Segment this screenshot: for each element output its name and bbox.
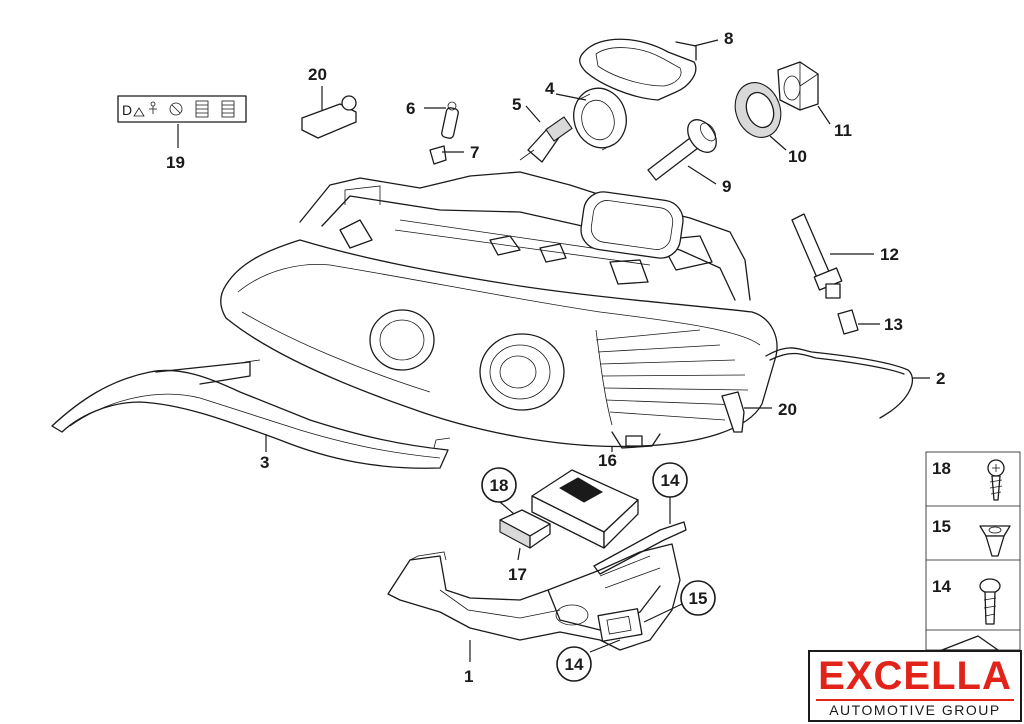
fastener-panel: [925, 451, 1021, 651]
part-17-connector: [499, 509, 551, 549]
part-11-igniter: [777, 61, 819, 111]
callout-14-bottom: 14: [565, 655, 584, 674]
callout-15: 15: [689, 589, 708, 608]
callout-2: 2: [936, 369, 945, 388]
svg-text:D: D: [122, 102, 132, 118]
callout-14-bottom-circle: [556, 646, 592, 682]
part-5-bulb: [519, 116, 573, 163]
hex-flange-screw-icon: [979, 578, 1001, 625]
callout-13: 13: [884, 315, 903, 334]
callout-20-upper: 20: [308, 65, 327, 84]
expanding-nut-icon: [979, 525, 1011, 557]
fastener-15-label: 15: [932, 517, 951, 536]
fastener-14-label: 14: [932, 577, 951, 596]
callout-3: 3: [260, 453, 269, 472]
callout-7: 7: [470, 143, 479, 162]
part-6-bulb: [441, 101, 459, 139]
logo-divider: [816, 699, 1014, 701]
part-20-clip-right: [721, 391, 745, 433]
callout-18-circle: [481, 467, 517, 503]
callout-10: 10: [788, 147, 807, 166]
leader-lines: [177, 39, 930, 662]
part-2-trim-strip: [765, 347, 913, 419]
part-16-control-unit: [531, 469, 639, 549]
logo-tagline: AUTOMOTIVE GROUP: [829, 702, 1001, 718]
callout-20-right: 20: [778, 400, 797, 419]
part-12-lamp-holder: [791, 213, 843, 299]
callout-16: 16: [598, 451, 617, 470]
part-19-warning-label: D: [117, 95, 247, 123]
callout-8: 8: [724, 29, 733, 48]
callout-12: 12: [880, 245, 899, 264]
headlight-housing: [220, 171, 778, 449]
callout-1: 1: [464, 667, 473, 686]
part-1-mounting-bracket: [387, 543, 681, 651]
callout-18: 18: [490, 476, 509, 495]
callout-14-top: 14: [661, 471, 680, 490]
part-9-xenon-bulb: [647, 119, 717, 181]
part-3-lower-trim: [51, 359, 451, 469]
fastener-18-label: 18: [932, 459, 951, 478]
part-7-socket: [429, 145, 447, 165]
callout-11: 11: [834, 121, 852, 140]
callout-14-top-circle: [652, 462, 688, 498]
self-tapping-screw-icon: [987, 459, 1005, 501]
part-20-clip-upper: [301, 95, 357, 139]
callout-15-circle: [680, 580, 716, 616]
callouts: 8 4 5 6 7 20 19 11 10 9 12 13 2 20 3 16 …: [166, 29, 951, 686]
callout-17: 17: [508, 565, 527, 584]
excella-watermark-logo: EXCELLA AUTOMOTIVE GROUP: [808, 650, 1022, 722]
callout-5: 5: [512, 95, 521, 114]
callout-9: 9: [722, 177, 731, 196]
logo-brand: EXCELLA: [818, 654, 1012, 698]
callout-19: 19: [166, 153, 185, 172]
part-4-dust-cap: [573, 87, 627, 151]
callout-6: 6: [406, 99, 415, 118]
part-13-bulb: [837, 309, 859, 335]
callout-4: 4: [545, 79, 555, 98]
part-14-bracket: [593, 521, 687, 575]
part-8-cover-seal: [579, 38, 697, 101]
part-10-retaining-ring: [734, 82, 782, 138]
